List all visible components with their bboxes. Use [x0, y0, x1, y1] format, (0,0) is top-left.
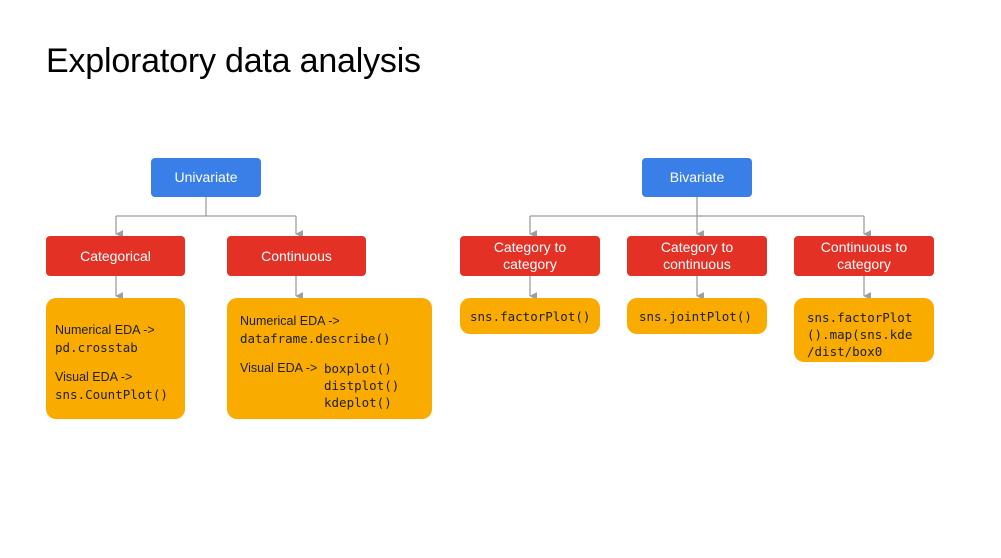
cat-cont-card: sns.jointPlot() [627, 298, 767, 334]
cat-cont-node: Category to continuous [627, 236, 767, 276]
categorical-visual-code: sns.CountPlot() [55, 387, 168, 402]
continuous-label: Continuous [261, 247, 332, 264]
cat-cat-label-line1: Category to [493, 239, 567, 255]
categorical-node: Categorical [46, 236, 185, 276]
univariate-node: Univariate [151, 158, 261, 197]
cat-cat-label-line2: category [503, 256, 557, 272]
univariate-label: Univariate [174, 169, 238, 185]
continuous-node: Continuous [227, 236, 366, 276]
bivariate-label: Bivariate [669, 169, 725, 185]
page-title: Exploratory data analysis [46, 42, 421, 80]
continuous-visual-code-3: kdeplot() [324, 395, 392, 410]
cont-cat-label-line2: category [837, 256, 891, 272]
continuous-numerical-label: Numerical EDA -> [240, 314, 340, 328]
continuous-numerical-code: dataframe.describe() [240, 331, 391, 346]
categorical-visual-label: Visual EDA -> [55, 370, 133, 384]
categorical-numerical-label: Numerical EDA -> [55, 323, 155, 337]
continuous-visual-label: Visual EDA -> [240, 361, 318, 375]
continuous-visual-code-1: boxplot() [324, 361, 392, 376]
cont-cat-code-line1: sns.factorPlot [807, 310, 913, 325]
categorical-label: Categorical [80, 247, 151, 264]
categorical-card: Numerical EDA -> pd.crosstab Visual EDA … [46, 298, 185, 419]
cat-cont-label-line1: Category to [660, 239, 734, 255]
cat-cat-card: sns.factorPlot() [460, 298, 600, 334]
continuous-card: Numerical EDA -> dataframe.describe() Vi… [227, 298, 432, 419]
cat-cont-code: sns.jointPlot() [639, 309, 752, 324]
cont-cat-card: sns.factorPlot ().map(sns.kde /dist/box0 [794, 298, 934, 362]
cat-cat-node: Category to category [460, 236, 600, 276]
cat-cat-code: sns.factorPlot() [470, 309, 591, 324]
categorical-numerical-code: pd.crosstab [55, 340, 138, 355]
cat-cont-label-line2: continuous [663, 256, 731, 272]
cont-cat-code-line2: ().map(sns.kde [807, 327, 913, 342]
cont-cat-label-line1: Continuous to [820, 239, 908, 255]
continuous-visual-code-2: distplot() [324, 378, 400, 393]
bivariate-node: Bivariate [642, 158, 752, 197]
cont-cat-node: Continuous to category [794, 236, 934, 276]
cont-cat-code-line3: /dist/box0 [807, 344, 883, 359]
